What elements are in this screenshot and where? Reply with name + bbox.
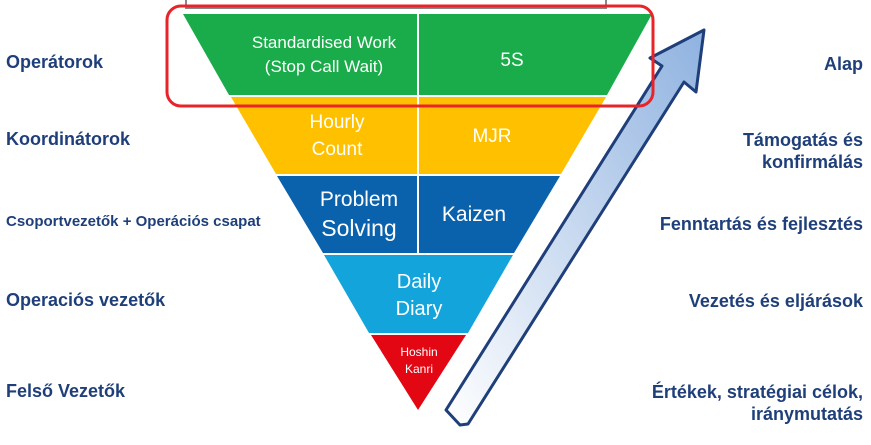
right-label-foundation-line1: Alap	[823, 54, 863, 74]
pyramid-level-5	[371, 335, 466, 410]
right-label-foundation: Alap	[824, 53, 863, 75]
row3-right: Kaizen	[442, 203, 506, 226]
right-label-values: Értékek, stratégiai célok, iránymutatás	[652, 381, 863, 425]
row2-left-line1: Hourly	[310, 112, 365, 133]
row4-line1: Daily	[397, 271, 441, 293]
right-label-maintenance-line1: Fenntartás és fejlesztés	[659, 214, 863, 234]
row2-left-line2: Count	[312, 139, 363, 160]
row3-left-line2: Solving	[321, 215, 396, 241]
row1-right: 5S	[500, 50, 523, 71]
row3-left-line1: Problem	[320, 188, 398, 211]
left-label-operational-managers: Operaciós vezetők	[6, 290, 166, 310]
right-label-leadership: Vezetés és eljárások	[689, 290, 863, 312]
right-label-support: Támogatás és konfirmálás	[743, 129, 863, 173]
row1-left-line1: Standardised Work	[252, 33, 397, 52]
left-label-top-managers: Felső Vezetők	[6, 381, 126, 401]
right-label-maintenance: Fenntartás és fejlesztés	[660, 213, 863, 235]
right-label-leadership-line1: Vezetés és eljárások	[688, 291, 863, 311]
left-label-coordinators: Koordinátorok	[6, 129, 130, 149]
row5-line1: Hoshin	[400, 345, 437, 359]
row4-line2: Diary	[396, 298, 443, 320]
highlight-box	[165, 4, 655, 108]
row5-line2: Kanri	[405, 362, 433, 376]
row1-left-line2: (Stop Call Wait)	[265, 57, 383, 76]
top-box-edge	[185, 0, 607, 9]
pyramid-level-4	[324, 255, 513, 333]
right-label-support-line2: konfirmálás	[761, 152, 863, 172]
right-label-values-line1: Értékek, stratégiai célok,	[651, 382, 863, 402]
right-label-values-line2: iránymutatás	[750, 404, 863, 424]
row2-right: MJR	[472, 126, 511, 147]
left-label-group-leaders: Csoportvezetők + Operációs csapat	[6, 213, 261, 230]
upward-arrow-icon	[444, 28, 706, 427]
left-label-operators: Operátorok	[6, 52, 104, 72]
right-label-support-line1: Támogatás és	[742, 130, 863, 150]
